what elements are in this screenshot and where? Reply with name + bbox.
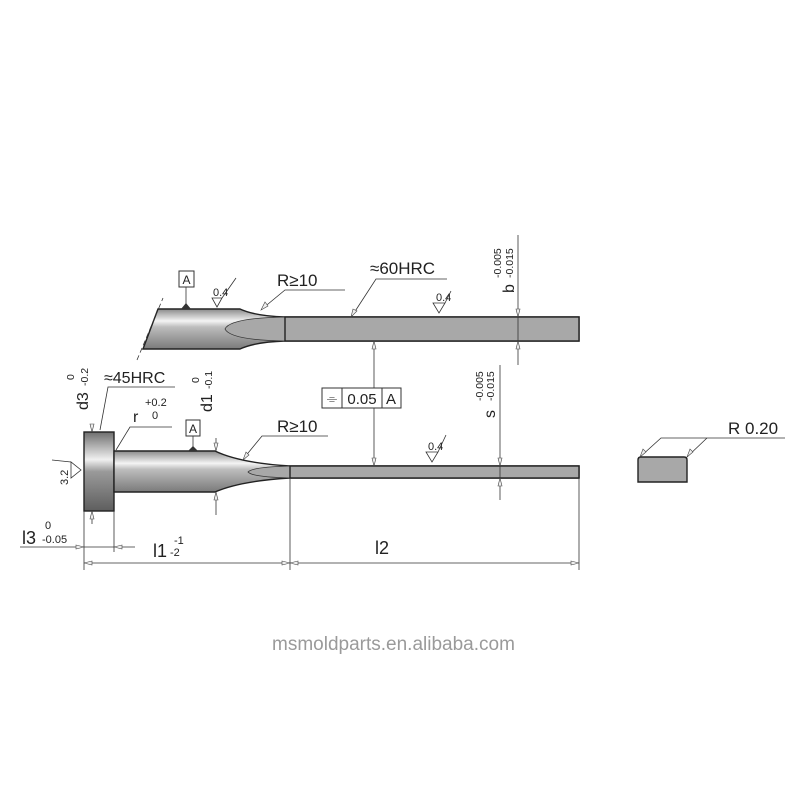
roughness-value: 3.2 [59, 470, 71, 485]
b-upper: -0.005 [492, 248, 504, 278]
roughness-value: 0.4 [436, 292, 451, 304]
dim-l3: l3 0 -0.05 [20, 511, 135, 570]
datum-a-bottom: A [185, 419, 201, 451]
d3-upper: 0 [65, 374, 77, 380]
dim-s: s -0.005 -0.015 [474, 365, 503, 500]
dim-d3: d3 0 -0.2 [65, 368, 95, 524]
s-upper: -0.005 [474, 371, 486, 401]
s-label: s [482, 410, 499, 418]
radius-label-top: R≥10 [260, 271, 345, 311]
r-lower: 0 [152, 410, 158, 422]
tolerance-value: 0.05 [347, 391, 376, 408]
d1-upper: 0 [190, 377, 202, 383]
l1-lower: -2 [170, 547, 180, 559]
radius-label-bottom: R≥10 [242, 417, 328, 461]
l3-label: l3 [22, 528, 36, 548]
d3-lower: -0.2 [79, 368, 91, 386]
l2-label: l2 [375, 538, 389, 558]
roughness-symbol-head: 3.2 [51, 459, 82, 485]
b-lower: -0.015 [504, 248, 516, 278]
datum-label: A [182, 273, 190, 287]
r-upper: +0.2 [145, 397, 167, 409]
roughness-value: 0.4 [428, 441, 443, 453]
datum-a-top: A [178, 270, 195, 309]
hardness-label-pin: ≈60HRC [350, 259, 447, 318]
d1-label: d1 [199, 394, 216, 412]
roughness-value: 0.4 [213, 287, 228, 299]
hardness-text: ≈60HRC [370, 259, 435, 278]
b-label: b [501, 284, 518, 293]
roughness-symbol-bottom: 0.4 [425, 434, 447, 463]
tolerance-symbol: ⌯ [327, 391, 338, 406]
tolerance-datum: A [386, 391, 396, 408]
dim-b: b -0.005 -0.015 [492, 235, 521, 365]
datum-label: A [189, 422, 197, 436]
l3-upper: 0 [45, 520, 51, 532]
hardness-text: ≈45HRC [104, 370, 165, 387]
dim-l1: l1 -1 -2 [83, 478, 579, 570]
l1-label: l1 [153, 541, 167, 561]
r-label: r [133, 409, 139, 426]
roughness-symbol-top-2: 0.4 [432, 290, 452, 314]
watermark: msmoldparts.en.alibaba.com [272, 634, 515, 655]
tolerance-frame: ⌯ 0.05 A [321, 387, 402, 409]
hardness-label-head: ≈45HRC [99, 370, 175, 431]
dim-l2: l2 [289, 478, 580, 570]
edge-radius-detail: R 0.20 [637, 419, 785, 483]
d1-lower: -0.1 [203, 371, 215, 389]
radius-text: R≥10 [277, 271, 318, 290]
edge-radius-text: R 0.20 [728, 419, 778, 438]
pin-head [83, 431, 115, 512]
top-view-blade [136, 297, 580, 361]
side-view-blade [83, 431, 580, 512]
d3-label: d3 [75, 392, 92, 410]
dim-d1: d1 0 -0.1 [190, 371, 219, 515]
l3-lower: -0.05 [42, 534, 67, 546]
s-lower: -0.015 [485, 371, 497, 401]
radius-r-label: r +0.2 0 [115, 397, 172, 451]
l1-upper: -1 [174, 535, 184, 547]
radius-text: R≥10 [277, 417, 318, 436]
roughness-symbol-top-1: 0.4 [211, 277, 237, 308]
